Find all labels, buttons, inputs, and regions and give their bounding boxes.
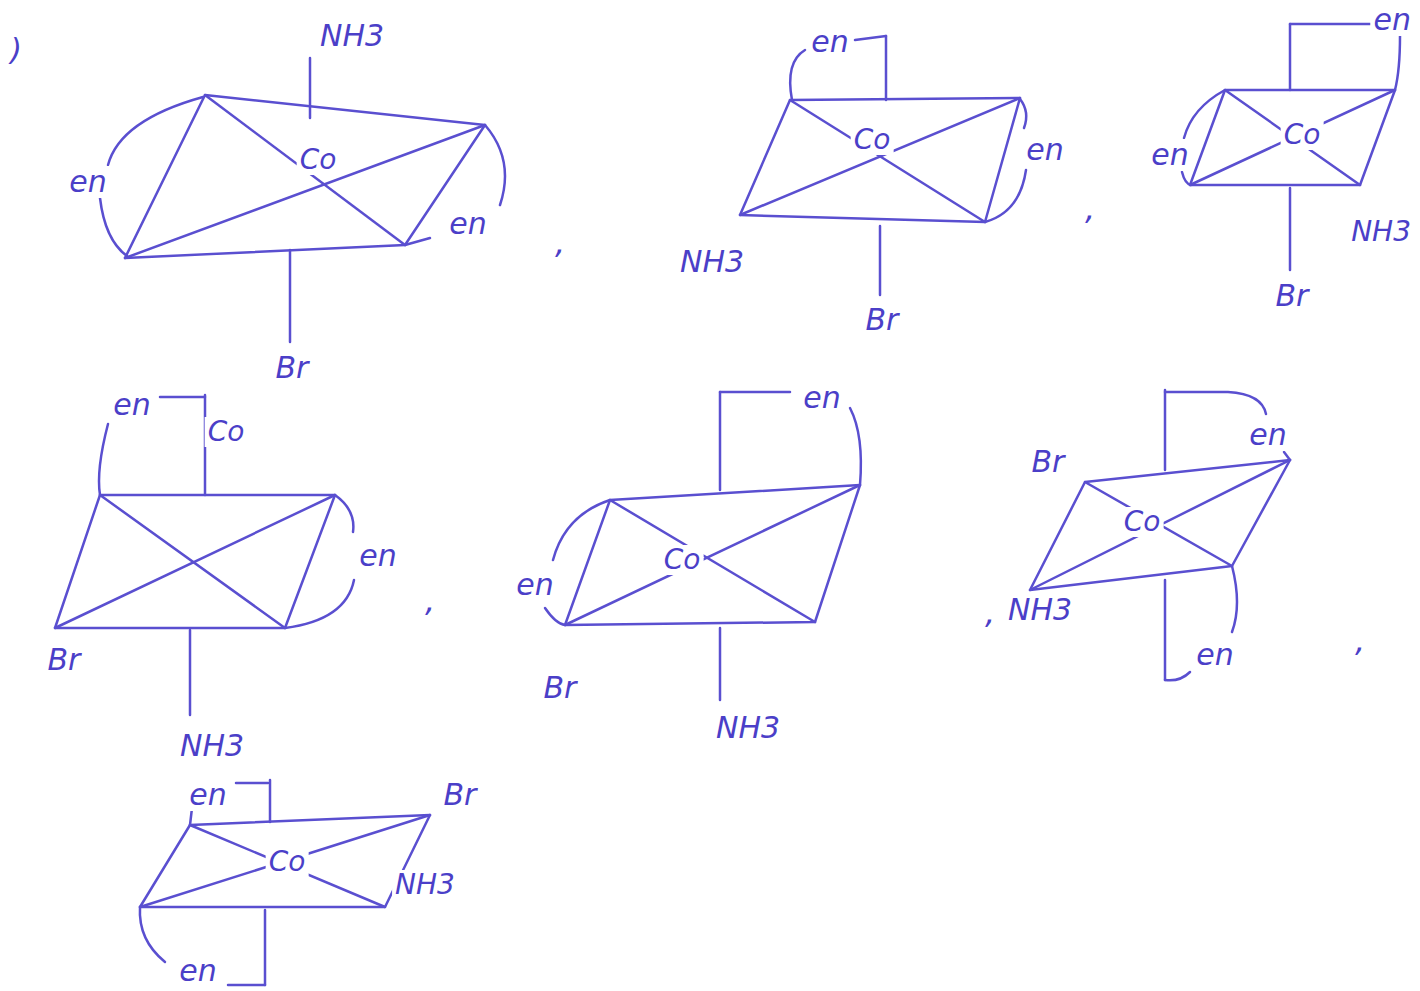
metal-center: Co (851, 125, 894, 155)
metal-center: Co (266, 847, 309, 877)
octahedron-4 (55, 395, 354, 715)
ligand-label: NH3 (177, 730, 247, 762)
octahedron-1 (100, 58, 505, 342)
punctuation-mark: , (982, 595, 998, 629)
ligand-label: en (1023, 134, 1066, 166)
ligand-label: en (808, 26, 851, 58)
ligand-label: Br (273, 352, 312, 384)
ligand-label: en (513, 569, 556, 601)
metal-center: Co (205, 417, 248, 447)
ligand-label: en (446, 208, 489, 240)
ligand-label: NH3 (677, 246, 747, 278)
ligand-label: Br (1029, 446, 1068, 478)
ligand-label: en (1246, 419, 1289, 451)
ligand-label: en (110, 389, 153, 421)
ligand-label: Br (45, 644, 84, 676)
octahedron-6 (1030, 390, 1290, 680)
metal-center: Co (1121, 507, 1164, 537)
metal-center: Co (1281, 120, 1324, 150)
punctuation-mark: , (1082, 191, 1098, 225)
ligand-label: en (66, 166, 109, 198)
ligand-label: en (1371, 4, 1414, 36)
ligand-label: Br (541, 672, 580, 704)
ligand-label: en (176, 955, 219, 987)
punctuation-mark: ) (7, 34, 25, 66)
punctuation-mark: , (552, 225, 568, 259)
ligand-label: en (356, 540, 399, 572)
ligand-label: NH3 (1005, 594, 1075, 626)
ligand-label: Br (441, 779, 480, 811)
ligand-label: NH3 (317, 20, 387, 52)
punctuation-mark: , (422, 583, 438, 617)
metal-center: Co (661, 545, 704, 575)
ligand-label: en (800, 382, 843, 414)
ligand-label: en (186, 779, 229, 811)
octahedron-2 (740, 36, 1026, 295)
ligand-label: Br (863, 304, 902, 336)
punctuation-mark: , (1352, 623, 1368, 657)
ligand-label: en (1148, 139, 1191, 171)
octahedron-5 (545, 392, 861, 700)
ligand-label: NH3 (713, 712, 783, 744)
ligand-label: NH3 (392, 870, 458, 900)
ligand-label: en (1193, 639, 1236, 671)
metal-center: Co (297, 145, 340, 175)
ligand-label: NH3 (1348, 217, 1414, 247)
ligand-label: Br (1273, 280, 1312, 312)
